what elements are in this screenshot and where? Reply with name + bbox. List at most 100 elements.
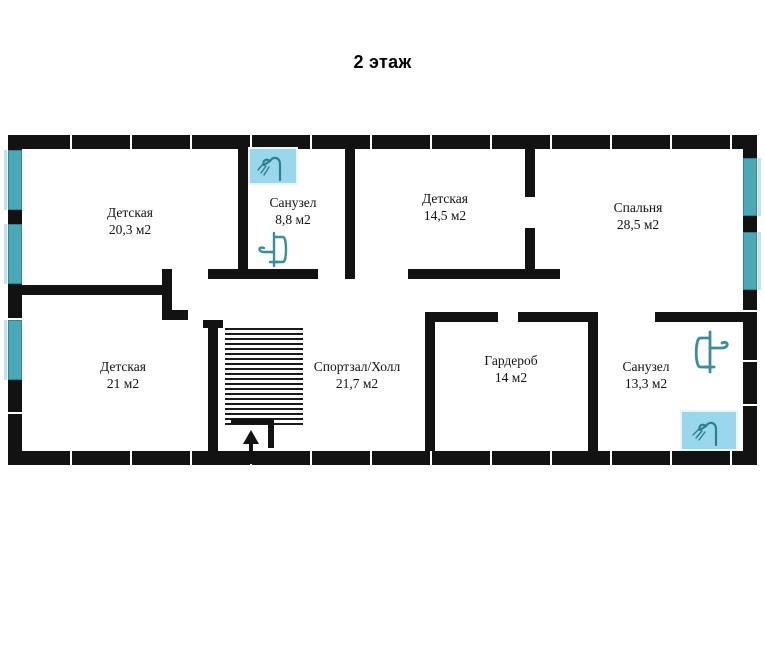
partition-bathroom1-nursery2 [345, 149, 355, 279]
partition-wardrobe-bathroom2 [588, 312, 598, 451]
exterior-wall-top [8, 135, 757, 149]
room-label-bathroom-1: Санузел 8,8 м2 [228, 194, 358, 228]
wall-seam [550, 135, 552, 149]
partition-nursery1-bathroom1 [238, 149, 248, 279]
shower-cabin-2[interactable] [680, 410, 738, 451]
wall-seam [430, 451, 432, 465]
window-left-3 [8, 320, 22, 380]
exterior-wall-right [743, 135, 757, 465]
room-label-wardrobe: Гардероб 14 м2 [441, 352, 581, 386]
room-name: Детская [107, 205, 153, 220]
partition-hall-wardrobe [425, 312, 435, 451]
wall-seam [130, 135, 132, 149]
room-area: 20,3 м2 [108, 222, 152, 237]
wall-seam [190, 451, 192, 465]
toilet-icon-1 [258, 231, 288, 268]
wall-seam [250, 135, 252, 149]
room-label-nursery-3: Детская 21 м2 [53, 358, 193, 392]
stair-step [225, 413, 303, 415]
window-ghost [4, 224, 7, 284]
wall-seam [550, 451, 552, 465]
wall-seam [190, 135, 192, 149]
door-jamb-nursery1-return [162, 295, 172, 320]
partition-bathroom2-top [655, 312, 743, 322]
stair-step [225, 383, 303, 385]
window-ghost [758, 232, 761, 290]
room-area: 8,8 м2 [275, 212, 311, 227]
wall-seam [743, 404, 757, 406]
room-label-gym-hall: Спортзал/Холл 21,7 м2 [285, 358, 429, 392]
stair-step [225, 348, 303, 350]
room-area: 14 м2 [494, 370, 528, 385]
room-area: 21 м2 [106, 376, 140, 391]
room-area: 14,5 м2 [423, 208, 467, 223]
stair-step [225, 338, 303, 340]
toilet-icon-2 [694, 330, 729, 374]
room-name: Санузел [622, 359, 670, 374]
stair-step [225, 328, 303, 330]
stair-step [225, 333, 303, 335]
shower-head-icon [257, 156, 282, 182]
window-right-2 [743, 232, 757, 290]
wall-seam [670, 451, 672, 465]
window-left-2 [8, 224, 22, 284]
room-label-nursery-1: Детская 20,3 м2 [60, 204, 200, 238]
room-label-bedroom: Спальня 28,5 м2 [568, 199, 708, 233]
wall-seam [70, 451, 72, 465]
room-name: Детская [422, 191, 468, 206]
partition-nursery3-hall [208, 320, 218, 451]
window-ghost [758, 158, 761, 216]
wall-seam [610, 451, 612, 465]
stair-step [225, 368, 303, 370]
wall-seam [370, 135, 372, 149]
stair-step [225, 363, 303, 365]
wall-seam [310, 135, 312, 149]
exterior-wall-bottom [8, 451, 757, 465]
stair-step [225, 403, 303, 405]
wall-seam [8, 318, 22, 320]
wall-seam [370, 451, 372, 465]
page-title: 2 этаж [353, 52, 412, 72]
stair-up-arrow-icon [231, 418, 274, 464]
wall-seam [743, 360, 757, 362]
stair-step [225, 393, 303, 395]
partition-bathroom1-bottom [208, 269, 318, 279]
door-jamb-nursery1-lower [162, 310, 188, 320]
wall-seam [730, 451, 732, 465]
partition-wardrobe-top-right [518, 312, 598, 322]
wall-seam [490, 135, 492, 149]
room-name: Спортзал/Холл [313, 359, 401, 374]
shower-cabin-1[interactable] [248, 147, 298, 185]
wall-seam [310, 451, 312, 465]
wall-seam [670, 135, 672, 149]
stair-step [225, 358, 303, 360]
room-label-bathroom-2: Санузел 13,3 м2 [581, 358, 711, 392]
wall-seam [730, 135, 732, 149]
wall-seam [130, 451, 132, 465]
wall-seam [610, 135, 612, 149]
room-name: Спальня [613, 200, 663, 215]
partition-wardrobe-top-left [425, 312, 498, 322]
window-left-1 [8, 150, 22, 210]
stair-step [225, 388, 303, 390]
room-area: 13,3 м2 [624, 376, 668, 391]
window-ghost [4, 320, 7, 380]
room-name: Детская [100, 359, 146, 374]
partition-nursery1-bottom [22, 285, 170, 295]
wall-seam [70, 135, 72, 149]
room-area: 28,5 м2 [616, 217, 660, 232]
window-right-1 [743, 158, 757, 216]
wall-seam [743, 310, 757, 312]
exterior-wall-left [8, 135, 22, 465]
wall-seam [8, 412, 22, 414]
room-name: Санузел [269, 195, 317, 210]
room-area: 21,7 м2 [335, 376, 379, 391]
stair-step [225, 373, 303, 375]
door-jamb-nursery1-upper [162, 269, 172, 295]
room-name: Гардероб [484, 353, 538, 368]
window-ghost [4, 150, 7, 210]
stair-step [225, 398, 303, 400]
wall-seam [430, 135, 432, 149]
stair-step [225, 378, 303, 380]
